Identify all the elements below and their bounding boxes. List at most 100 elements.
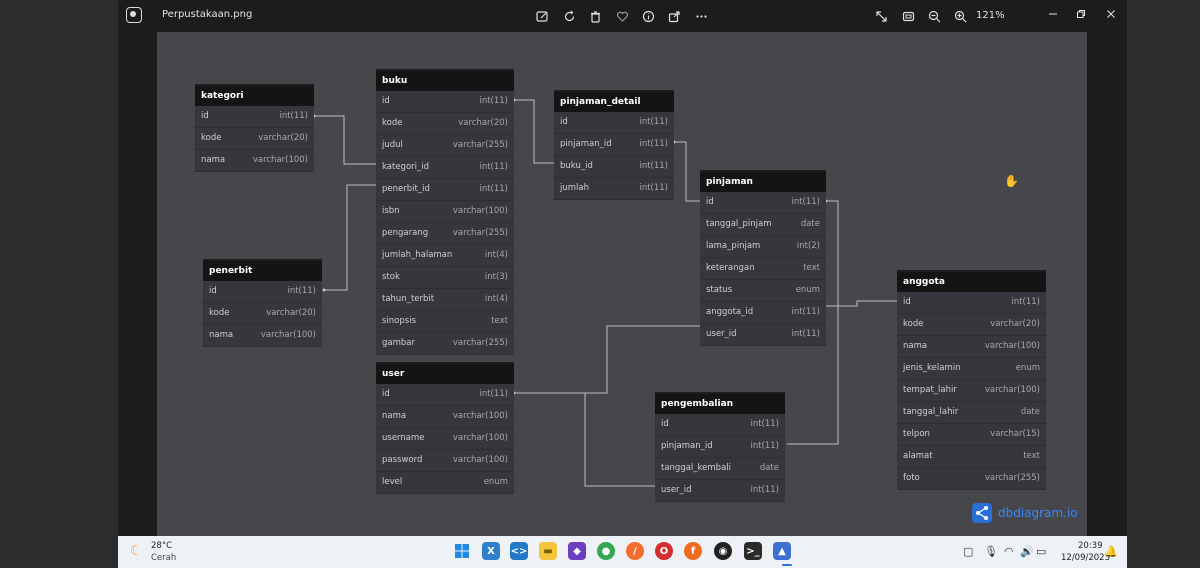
file-explorer-icon[interactable]: ▬ [539, 542, 557, 560]
terminal-app-icon[interactable]: >_ [744, 542, 762, 560]
vscode-app-icon[interactable]: <> [510, 542, 528, 560]
delete-icon[interactable] [585, 6, 605, 26]
close-icon[interactable] [1099, 4, 1123, 24]
start-windows-icon[interactable] [453, 542, 471, 560]
table-buku-header[interactable]: buku [376, 69, 514, 91]
rotate-icon[interactable] [559, 6, 579, 26]
favorite-heart-icon[interactable] [612, 6, 632, 26]
table-pengembalian-header[interactable]: pengembalian [655, 392, 785, 414]
table-kategori-header[interactable]: kategori [195, 84, 314, 106]
moon-weather-icon[interactable]: ☾ [130, 543, 143, 559]
wifi-icon[interactable]: ◠ [1004, 545, 1014, 558]
xampp-app-icon[interactable]: X [482, 542, 500, 560]
firefox-app-icon[interactable]: f [684, 542, 702, 560]
weather-temperature[interactable]: 28°C [151, 541, 173, 551]
share-icon[interactable] [664, 6, 684, 26]
minimize-icon[interactable] [1041, 4, 1065, 24]
chrome-app-icon[interactable]: ● [597, 542, 615, 560]
more-options-icon[interactable] [691, 6, 711, 26]
clock-date[interactable]: 12/09/2023 [1061, 553, 1110, 563]
photos-app-taskbar-icon[interactable]: ▲ [773, 542, 791, 560]
zoom-out-icon[interactable] [924, 6, 944, 26]
speaker-icon[interactable]: 🔊 [1020, 545, 1034, 558]
restore-icon[interactable] [1069, 4, 1093, 24]
fit-to-window-icon[interactable] [898, 6, 918, 26]
edit-image-icon[interactable] [532, 6, 552, 26]
battery-icon[interactable]: ▭ [1036, 545, 1047, 558]
notification-bell-icon[interactable]: 🔔 [1104, 545, 1118, 558]
table-anggota-header[interactable]: anggota [897, 270, 1046, 292]
fullscreen-icon[interactable] [871, 6, 891, 26]
clock-time[interactable]: 20:39 [1078, 541, 1103, 551]
tray-app-icon[interactable]: ▢ [963, 545, 974, 558]
dev-tool-app-icon[interactable]: ◆ [568, 542, 586, 560]
table-pinjaman-detail-header[interactable]: pinjaman_detail [554, 90, 674, 112]
opera-app-icon[interactable]: O [655, 542, 673, 560]
table-penerbit-header[interactable]: penerbit [203, 259, 322, 281]
zoom-level[interactable]: 121% [976, 10, 1005, 21]
zoom-in-icon[interactable] [950, 6, 970, 26]
table-user-header[interactable]: user [376, 362, 514, 384]
table-pinjaman-header[interactable]: pinjaman [700, 170, 826, 192]
github-app-icon[interactable]: ◉ [714, 542, 732, 560]
microphone-icon[interactable]: 🎙 [984, 545, 998, 558]
info-icon[interactable] [638, 6, 658, 26]
